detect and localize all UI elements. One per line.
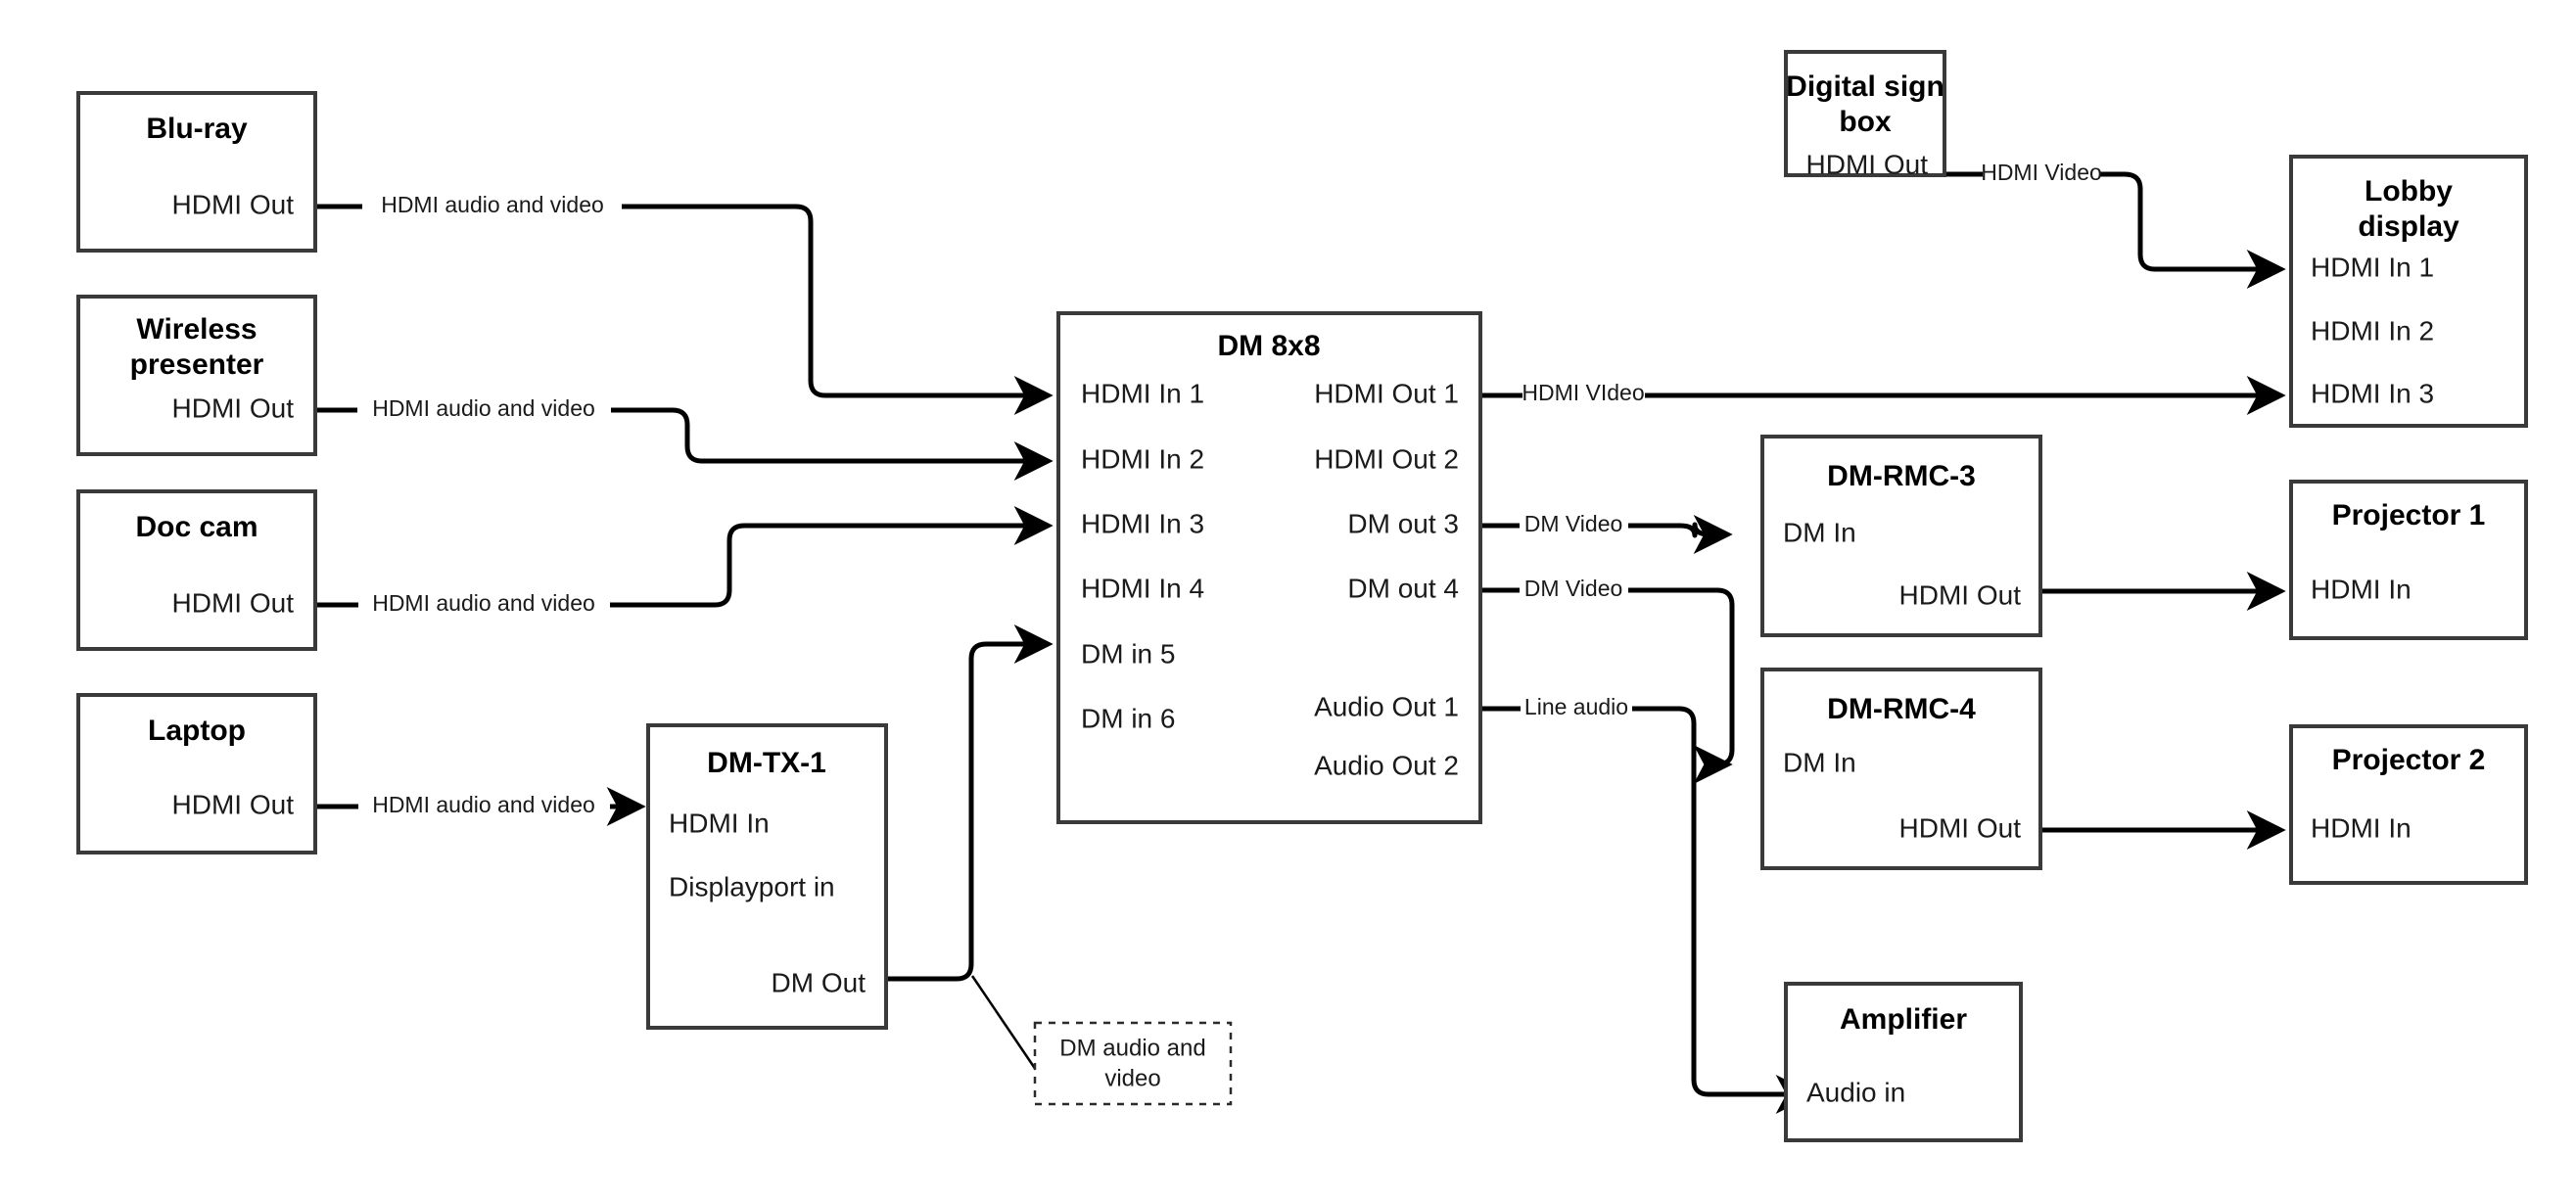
node-doc-cam-port-hdmi-out: HDMI Out	[172, 587, 295, 618]
node-dm-8x8-input-hdmi-in-4: HDMI In 4	[1081, 573, 1204, 603]
node-dm-rmc-4-port-hdmi-out: HDMI Out	[1899, 812, 2022, 843]
node-lobby-display-title-line2: display	[2358, 210, 2459, 243]
edge-label-wireless-to-dm8x8: HDMI audio and video	[372, 395, 595, 421]
node-dm-8x8-input-dm-in-5: DM in 5	[1081, 638, 1175, 669]
node-bluray[interactable]: Blu-ray HDMI Out	[76, 91, 317, 253]
node-doc-cam[interactable]: Doc cam HDMI Out	[76, 489, 317, 651]
node-lobby-display-input-hdmi-in-2: HDMI In 2	[2311, 315, 2434, 346]
edge-label-dm8x8-audioout1: Line audio	[1524, 694, 1628, 719]
node-amplifier[interactable]: Amplifier Audio in	[1784, 982, 2023, 1142]
node-projector-1[interactable]: Projector 1 HDMI In	[2289, 480, 2528, 640]
link-dmtx1-to-dm8x8	[886, 624, 1054, 982]
link-signbox-to-lobby-hdmiin1	[1944, 171, 2279, 269]
note-dm-audio-and-video-line1: DM audio and	[1059, 1035, 1205, 1061]
node-dm-8x8-output-hdmi-out-1: HDMI Out 1	[1314, 378, 1459, 408]
node-lobby-display-input-hdmi-in-1: HDMI In 1	[2311, 252, 2434, 282]
node-wireless-presenter-port-hdmi-out: HDMI Out	[172, 393, 295, 423]
node-digital-sign-box[interactable]: Digital sign box HDMI Out	[1784, 50, 1946, 179]
node-wireless-presenter-title-line2: presenter	[130, 348, 264, 381]
node-dm-rmc-4-port-dm-in: DM In	[1783, 747, 1856, 777]
edge-label-laptop-to-dmtx1: HDMI audio and video	[372, 792, 595, 817]
link-doccam-to-dm8x8	[315, 526, 1047, 608]
leader-dm-audio-video-note	[970, 975, 1038, 1071]
node-projector-2[interactable]: Projector 2 HDMI In	[2289, 724, 2528, 885]
node-dm-tx-1-title: DM-TX-1	[707, 747, 826, 779]
node-dm-8x8-output-hdmi-out-2: HDMI Out 2	[1314, 443, 1459, 474]
node-laptop-port-hdmi-out: HDMI Out	[172, 789, 295, 819]
node-dm-8x8-output-dm-out-4: DM out 4	[1347, 573, 1459, 603]
node-dm-8x8-input-hdmi-in-2: HDMI In 2	[1081, 443, 1204, 474]
node-dm-rmc-3-title: DM-RMC-3	[1827, 460, 1976, 492]
node-dm-8x8-input-hdmi-in-1: HDMI In 1	[1081, 378, 1204, 408]
node-amplifier-port-audio-in: Audio in	[1806, 1077, 1905, 1107]
node-dm-tx-1[interactable]: DM-TX-1 HDMI In Displayport in DM Out	[646, 723, 888, 1030]
node-dm-tx-1-port-dm-out: DM Out	[772, 967, 866, 997]
link-dm8x8-dmout3-to-dmrmc3	[1480, 525, 1726, 535]
node-lobby-display-title-line1: Lobby	[2365, 175, 2453, 208]
edge-label-dm8x8-dmout4: DM Video	[1524, 576, 1623, 601]
node-projector-1-port-hdmi-in: HDMI In	[2311, 574, 2412, 604]
node-lobby-display-input-hdmi-in-3: HDMI In 3	[2311, 378, 2434, 408]
node-digital-sign-box-title-line1: Digital sign	[1786, 70, 1944, 103]
node-projector-2-title: Projector 2	[2332, 744, 2486, 776]
edge-label-doccam-to-dm8x8: HDMI audio and video	[372, 590, 595, 616]
node-dm-rmc-3[interactable]: DM-RMC-3 DM In HDMI Out	[1760, 435, 2042, 637]
node-doc-cam-title: Doc cam	[135, 511, 258, 543]
node-dm-rmc-3-port-dm-in: DM In	[1783, 517, 1856, 547]
node-dm-rmc-4[interactable]: DM-RMC-4 DM In HDMI Out	[1760, 668, 2042, 870]
node-bluray-port-hdmi-out: HDMI Out	[172, 189, 295, 219]
node-dm-8x8[interactable]: DM 8x8 HDMI In 1 HDMI In 2 HDMI In 3 HDM…	[1056, 311, 1482, 824]
node-lobby-display[interactable]: Lobby display HDMI In 1 HDMI In 2 HDMI I…	[2289, 155, 2528, 428]
node-dm-8x8-input-dm-in-6: DM in 6	[1081, 703, 1175, 733]
node-laptop[interactable]: Laptop HDMI Out	[76, 693, 317, 855]
node-wireless-presenter[interactable]: Wireless presenter HDMI Out	[76, 295, 317, 456]
node-laptop-title: Laptop	[148, 715, 246, 747]
node-amplifier-title: Amplifier	[1840, 1003, 1967, 1036]
edge-label-dm8x8-dmout3: DM Video	[1524, 511, 1623, 536]
link-wireless-to-dm8x8	[315, 407, 1047, 461]
node-dm-8x8-title: DM 8x8	[1217, 330, 1320, 362]
node-dm-rmc-3-port-hdmi-out: HDMI Out	[1899, 579, 2022, 610]
node-dm-8x8-output-dm-out-3: DM out 3	[1347, 508, 1459, 538]
node-bluray-title: Blu-ray	[146, 113, 248, 145]
node-digital-sign-box-port-hdmi-out: HDMI Out	[1806, 149, 1929, 179]
edge-label-dm8x8-hdmiout1: HDMI VIdeo	[1522, 380, 1644, 405]
node-dm-rmc-4-title: DM-RMC-4	[1827, 693, 1976, 725]
node-dm-8x8-output-audio-out-1: Audio Out 1	[1314, 691, 1459, 721]
note-dm-audio-and-video-line2: video	[1104, 1065, 1160, 1091]
node-projector-1-title: Projector 1	[2332, 499, 2486, 531]
edge-label-signbox-to-lobby: HDMI Video	[1981, 160, 2102, 185]
node-projector-2-port-hdmi-in: HDMI In	[2311, 812, 2412, 843]
node-dm-8x8-input-hdmi-in-3: HDMI In 3	[1081, 508, 1204, 538]
node-dm-tx-1-port-displayport-in: Displayport in	[669, 871, 835, 901]
edge-label-bluray-to-dm8x8: HDMI audio and video	[381, 192, 604, 217]
link-dm8x8-dmout4-to-dmrmc4	[1480, 587, 1732, 764]
node-dm-tx-1-port-hdmi-in: HDMI In	[669, 808, 770, 838]
node-digital-sign-box-title-line2: box	[1839, 106, 1892, 138]
link-dm8x8-audioout1-to-amplifier	[1480, 706, 1808, 1094]
node-wireless-presenter-title-line1: Wireless	[136, 313, 257, 346]
node-dm-8x8-output-audio-out-2: Audio Out 2	[1314, 750, 1459, 780]
note-dm-audio-and-video: DM audio and video	[1033, 1021, 1233, 1106]
link-bluray-to-dm8x8	[315, 204, 1047, 395]
